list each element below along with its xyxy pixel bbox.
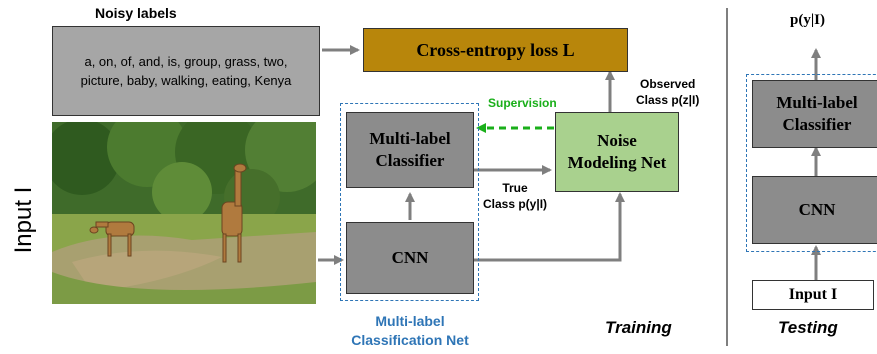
noise-modeling-net-label: Noise Modeling Net [567, 131, 667, 172]
loss-label: Cross-entropy loss L [416, 39, 575, 60]
noisy-labels-box: a, on, of, and, is, group, grass, two, p… [52, 26, 320, 116]
observed-label-line1: Observed [640, 77, 696, 91]
test-input-box: Input I [752, 280, 874, 310]
test-classification-net-container [746, 74, 877, 252]
input-label-vertical: Input I [10, 186, 37, 254]
test-input-label: Input I [788, 286, 838, 303]
supervision-label: Supervision [488, 96, 557, 110]
cnn-box: CNN [346, 222, 474, 294]
multi-label-classifier-label: Multi-label Classifier [369, 129, 451, 170]
cnn-label: CNN [391, 248, 429, 267]
classification-net-line2: Classification Net [351, 332, 469, 348]
observed-class-label: Observed Class p(z|I) [636, 76, 699, 108]
giraffe-photo [52, 122, 316, 304]
training-section-label: Training [605, 318, 672, 337]
classification-net-container [340, 103, 479, 301]
classification-net-caption: Multi-label Classification Net [330, 312, 490, 350]
test-cnn-label: CNN [798, 200, 836, 219]
noisy-labels-title: Noisy labels [95, 5, 177, 21]
test-multi-label-classifier-label: Multi-label Classifier [776, 93, 858, 134]
true-class-label: True Class p(y|I) [483, 180, 547, 212]
noise-modeling-net-box: Noise Modeling Net [555, 112, 679, 192]
test-multi-label-classifier-box: Multi-label Classifier [752, 80, 877, 148]
observed-label-line2: Class p(z|I) [636, 93, 700, 107]
arrow-cnn-to-noise [474, 192, 625, 262]
test-cnn-box: CNN [752, 176, 877, 244]
true-class-line2: Class p(y|I) [483, 197, 548, 211]
test-output-label: p(y|I) [790, 12, 825, 28]
noisy-labels-text: a, on, of, and, is, group, grass, two, p… [80, 54, 292, 88]
true-class-line1: True [502, 181, 528, 195]
multi-label-classifier-box: Multi-label Classifier [346, 112, 474, 188]
loss-box: Cross-entropy loss L [363, 28, 628, 72]
classification-net-line1: Multi-label [375, 313, 445, 329]
testing-section-label: Testing [778, 318, 838, 337]
